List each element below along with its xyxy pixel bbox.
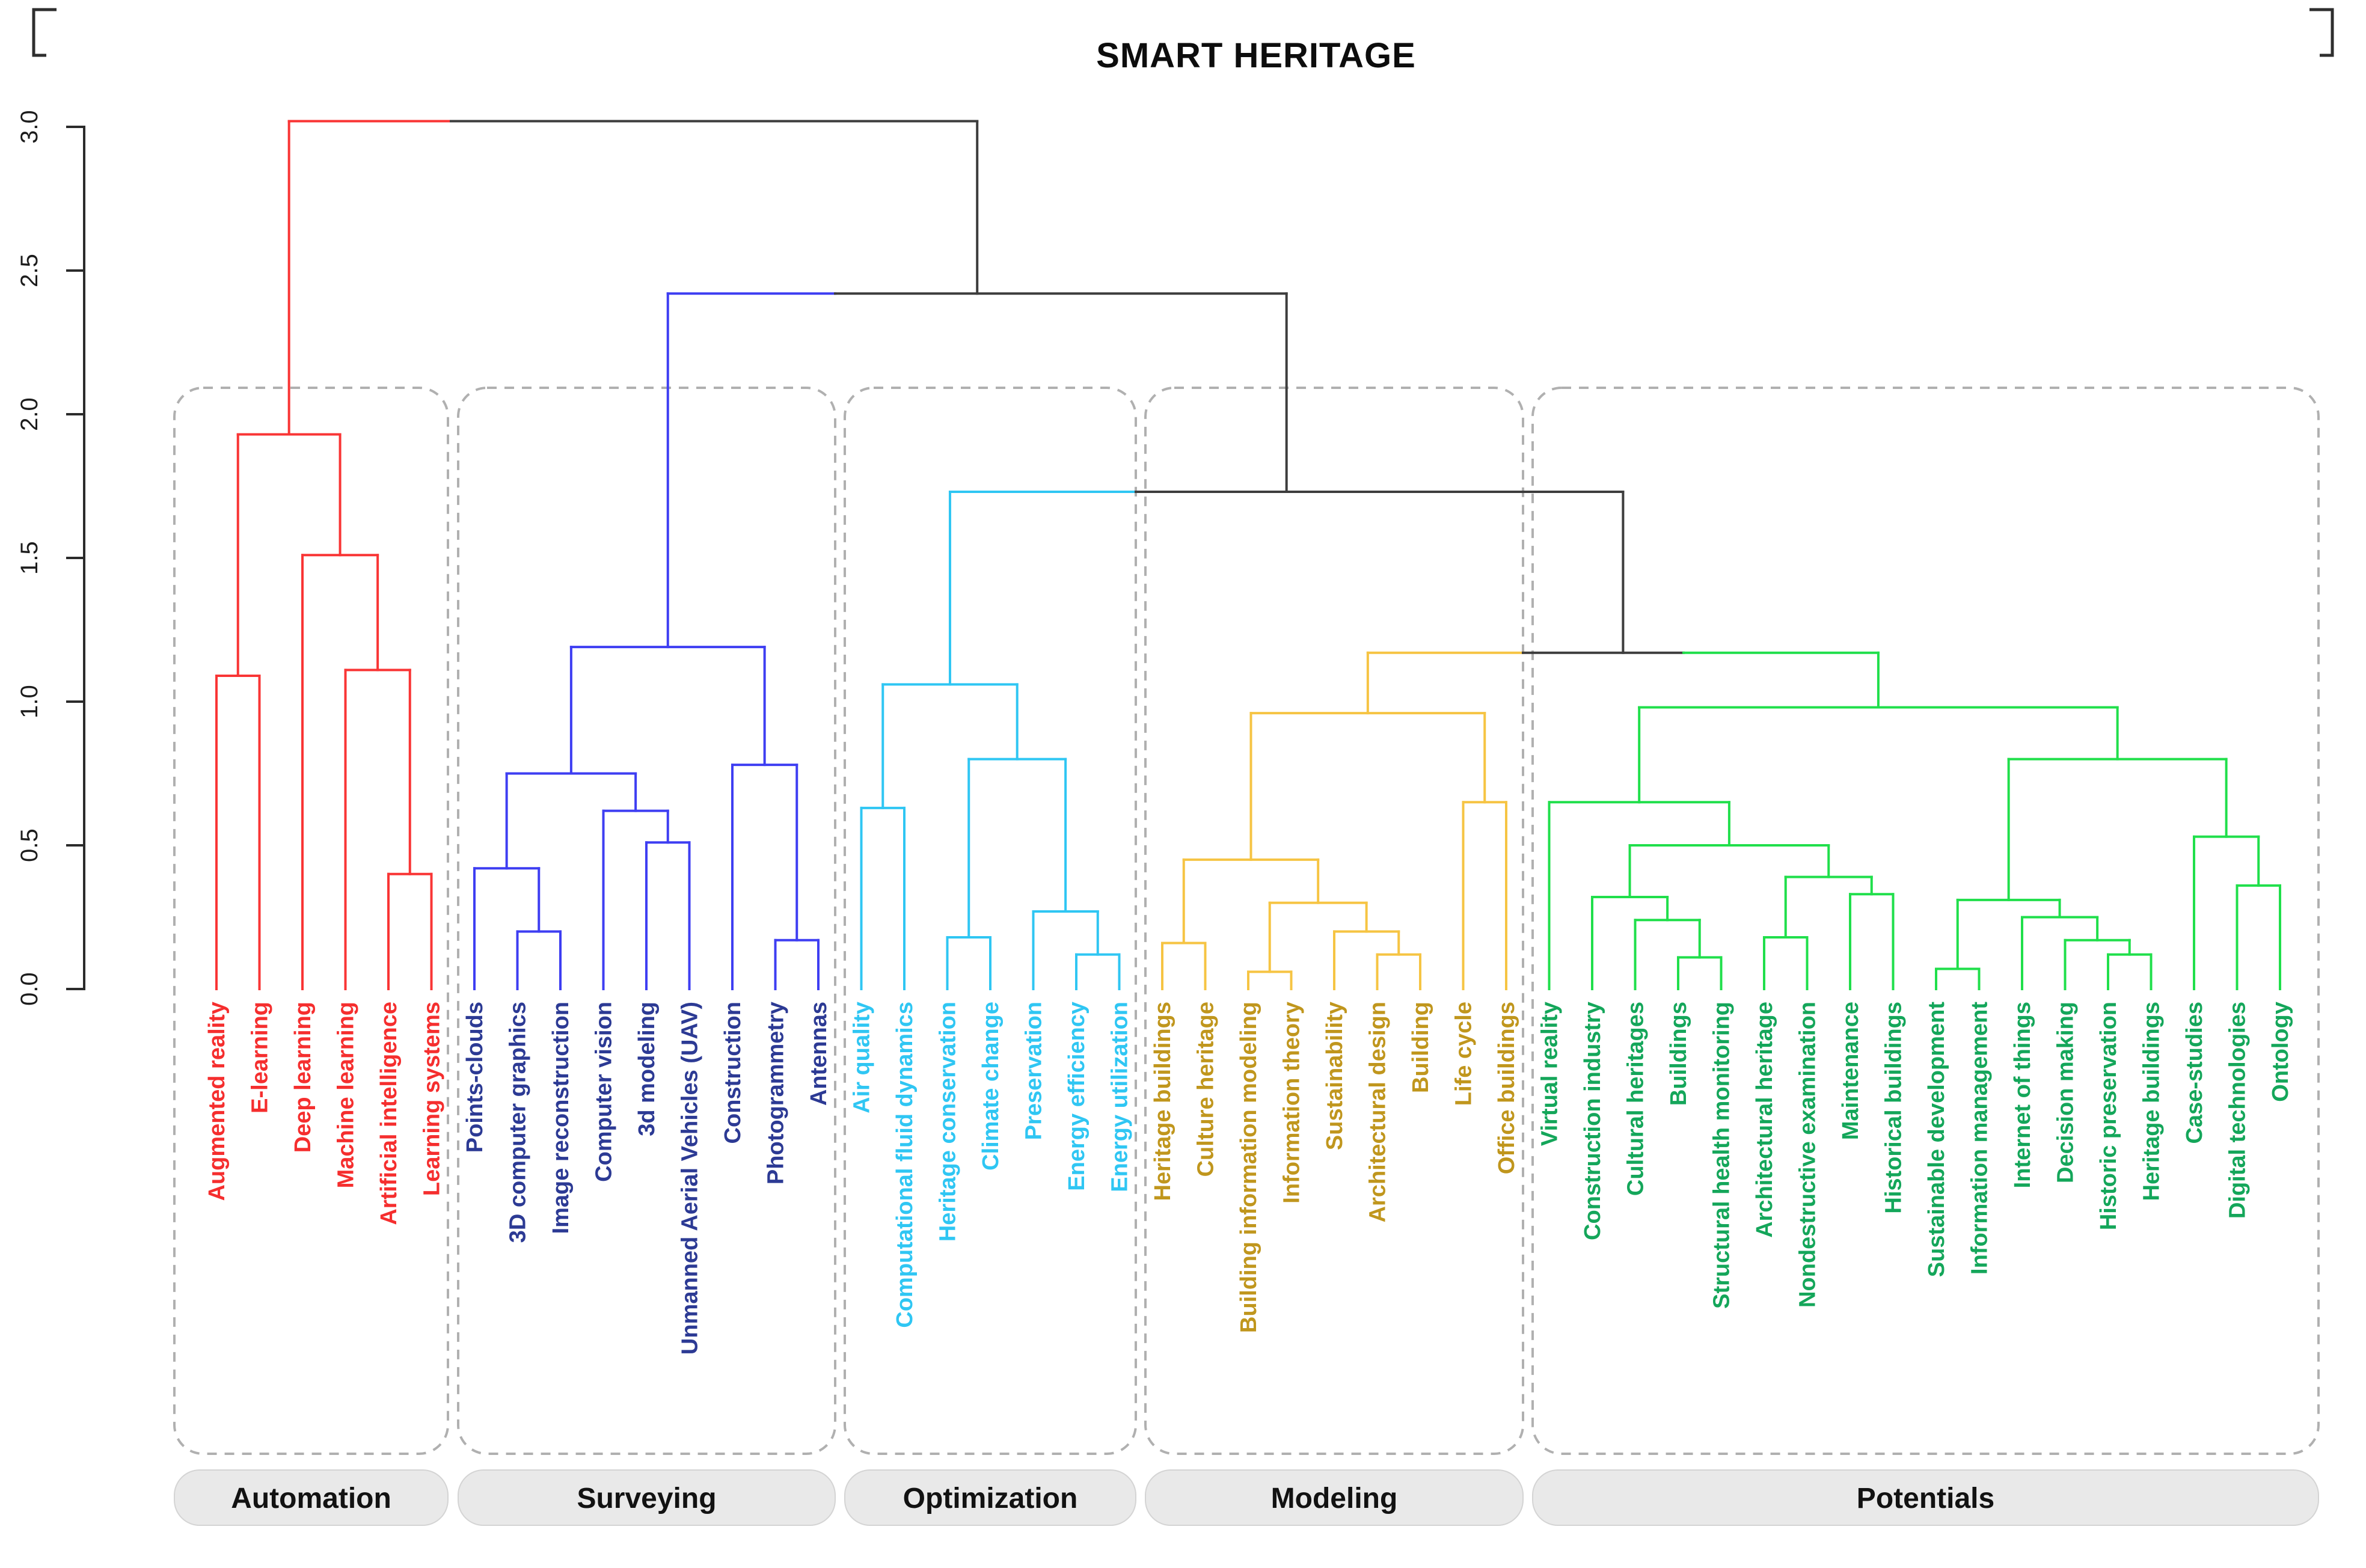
leaf-labels: Augmented reality E-learning Deep learning… (204, 1002, 2293, 1355)
leaf-label: Ontology (2268, 1002, 2293, 1102)
pill-label: Surveying (577, 1483, 716, 1514)
axis-tick-label: 1.5 (16, 541, 43, 575)
leaf-label: Culture heritage (1194, 1002, 1219, 1177)
leaf-label: Energy utilization (1108, 1002, 1133, 1192)
leaf-label: Information management (1967, 1002, 1993, 1275)
leaf-label: Heritage conservation (936, 1002, 961, 1242)
leaf-label: Sustainability (1322, 1002, 1347, 1150)
leaf-label: 3D computer graphics (506, 1002, 531, 1243)
leaf-label: Energy efficiency (1064, 1002, 1090, 1191)
leaf-label: Historic preservation (2096, 1002, 2121, 1230)
leaf-label: Information theory (1280, 1002, 1305, 1204)
leaf-label: Artificial intelligence (376, 1002, 402, 1225)
category-pill-optimization: Optimization (844, 1469, 1136, 1526)
leaf-label: E-learning (248, 1002, 273, 1113)
leaf-label: Cultural heritages (1623, 1002, 1649, 1196)
leaf-label: Virtual reality (1537, 1002, 1563, 1146)
leaf-label: Augmented reality (204, 1002, 230, 1201)
leaf-label: Building information modeling (1236, 1002, 1261, 1333)
leaf-label: Life cycle (1451, 1002, 1477, 1106)
cluster-box-potentials (1531, 387, 2320, 1455)
pill-label: Optimization (903, 1483, 1078, 1514)
leaf-label: Image reconstruction (548, 1002, 574, 1234)
leaf-label: Construction industry (1580, 1002, 1605, 1240)
leaf-label: Antennas (806, 1002, 832, 1106)
leaf-label: Internet of things (2010, 1002, 2035, 1188)
leaf-label: Computational fluid dynamics (892, 1002, 918, 1328)
leaf-label: Architectural design (1365, 1002, 1391, 1222)
leaf-label: Maintenance (1838, 1002, 1863, 1140)
category-pill-automation: Automation (174, 1469, 449, 1526)
leaf-label: Points-clouds (462, 1002, 488, 1153)
top-right-corner-bracket (2309, 8, 2334, 57)
pill-background (844, 1469, 1136, 1526)
leaf-label: Air quality (850, 1002, 875, 1113)
cluster-box-modeling (1144, 387, 1524, 1455)
pill-label: Modeling (1271, 1483, 1398, 1514)
top-left-corner-bracket (32, 8, 57, 57)
axis-tick-label: 1.0 (16, 685, 43, 718)
leaf-label: Sustainable development (1924, 1002, 1949, 1278)
leaf-label: Building (1408, 1002, 1433, 1093)
leaf-label: Photogrammetry (764, 1002, 789, 1184)
leaf-label: Buildings (1666, 1002, 1691, 1106)
leaf-label: Digital technologies (2225, 1002, 2251, 1219)
pill-label: Potentials (1857, 1483, 1994, 1514)
category-pill-modeling: Modeling (1145, 1469, 1524, 1526)
category-pills: Automation Surveying Optimization Modeli… (174, 1469, 2319, 1526)
axis-tick-label: 0.5 (16, 828, 43, 862)
leaf-label: Construction (720, 1002, 746, 1144)
leaf-label: Office buildings (1494, 1002, 1519, 1174)
leaf-label: Nondestructive examination (1795, 1002, 1821, 1308)
category-pill-surveying: Surveying (458, 1469, 836, 1526)
axis-tick-label: 3.0 (16, 110, 43, 144)
axis-tick-label: 2.0 (16, 397, 43, 431)
leaf-label: Heritage buildings (1150, 1002, 1175, 1201)
leaf-label: Climate change (978, 1002, 1004, 1171)
leaf-label: Structural health monitoring (1709, 1002, 1735, 1309)
leaf-label: Preservation (1022, 1002, 1047, 1140)
leaf-label: Historical buildings (1881, 1002, 1907, 1214)
leaf-label: Heritage buildings (2139, 1002, 2165, 1201)
leaf-label: Case-studies (2182, 1002, 2207, 1144)
pill-background (174, 1469, 449, 1526)
cluster-box-automation (173, 387, 449, 1455)
leaf-label: 3d modeling (634, 1002, 660, 1136)
pill-background (1145, 1469, 1524, 1526)
category-pill-potentials: Potentials (1532, 1469, 2319, 1526)
leaf-label: Unmanned Aerial Vehicles (UAV) (678, 1002, 703, 1355)
pill-background (1532, 1469, 2319, 1526)
leaf-label: Decision making (2053, 1002, 2079, 1183)
dendrogram-links (215, 120, 2281, 990)
axis-tick-label: 2.5 (16, 254, 43, 287)
pill-label: Automation (231, 1483, 391, 1514)
leaf-label: Architectural heritage (1752, 1002, 1777, 1238)
leaf-label: Computer vision (592, 1002, 617, 1182)
cluster-box-optimization (844, 387, 1137, 1455)
axis-tick-label: 0.0 (16, 972, 43, 1006)
cluster-boxes (173, 387, 2320, 1455)
leaf-label: Deep learning (290, 1002, 316, 1153)
y-axis: 0.0 0.5 1.0 1.5 2.0 2.5 3.0 (16, 110, 85, 1006)
leaf-label: Learning systems (420, 1002, 445, 1196)
pill-background (458, 1469, 836, 1526)
cluster-box-surveying (457, 387, 836, 1455)
figure-title: SMART HERITAGE (1096, 36, 1416, 75)
leaf-label: Machine learning (334, 1002, 359, 1188)
